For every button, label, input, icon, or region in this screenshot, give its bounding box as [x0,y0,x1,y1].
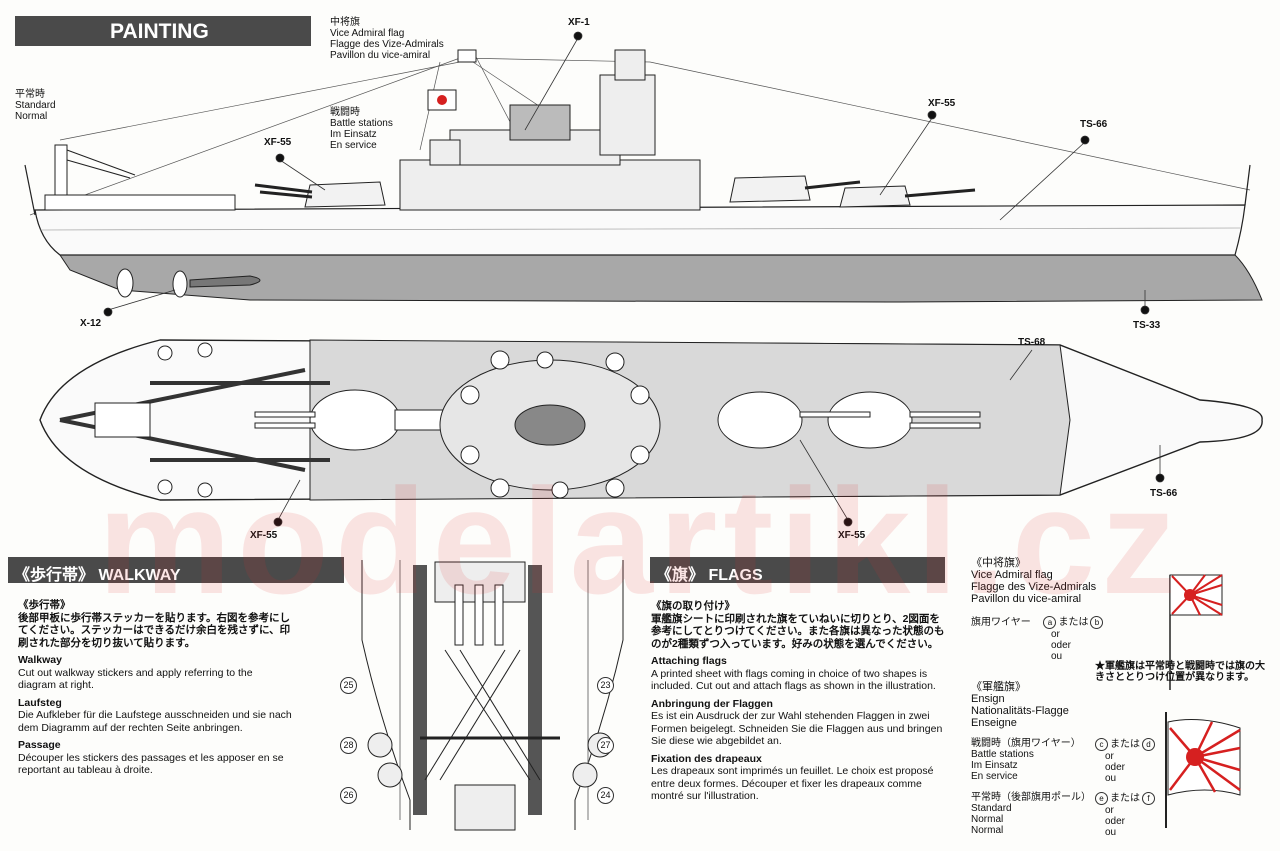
walkway-en-text: Cut out walkway stickers and apply refer… [18,666,253,692]
walkway-header: 《歩行帯》 WALKWAY [8,557,344,584]
walkway-title: 《歩行帯》 WALKWAY [14,567,181,584]
callout-ts66-b: TS-66 [1150,488,1178,499]
propellers [116,268,261,298]
flags-title: 《旗》 FLAGS [656,567,763,584]
callout-ts33: TS-33 [1133,320,1161,331]
flags-en-text: A printed sheet with flags coming in cho… [651,667,936,693]
superstructure [399,49,701,211]
sticker-number-24: 24 [597,787,614,804]
walkway-jp-heading: 《歩行帯》 [18,599,71,611]
sticker-number-25: 25 [340,677,357,694]
battle-stations-label: 戦闘時 Battle stations Im Einsatz En servic… [330,107,393,151]
painting-header: PAINTING [15,16,311,46]
flags-fr-text: Les drapeaux sont imprimés un feuillet. … [651,765,934,802]
walkway-fr-text: Découper les stickers des passages et le… [18,751,284,777]
ensign-note: ★軍艦旗は平常時と戦闘時では旗の大きさととりつけ位置が異なります。 [1095,661,1265,683]
sticker-number-23: 23 [597,677,614,694]
hull-lower [59,254,1263,303]
va-flag-label: 《中将旗》 Vice Admiral flag Flagge des Vize-… [971,557,1097,605]
walkway-de-text: Die Aufkleber für die Laufstege ausschne… [18,709,292,734]
vice-admiral-label: 中将旗 Vice Admiral flag Flagge des Vize-Ad… [330,17,444,61]
flags-en-heading: Attaching flags [651,655,727,667]
callout-xf55-b: XF-55 [928,98,956,109]
flags-de-heading: Anbringung der Flaggen [651,697,773,710]
walkway-de-heading: Laufsteg [18,696,62,709]
flags-fr-heading: Fixation des drapeaux [651,752,762,765]
ensign-normal-options: 平常時（後部旗用ポール） Standard Normal Normal [971,792,1091,836]
ensign-flag-drawing [1165,712,1241,828]
flags-header: 《旗》 FLAGS [650,557,945,584]
vice-admiral-flag-drawing [1169,574,1223,690]
callout-x12: X-12 [80,318,102,329]
walkway-instructions: 《歩行帯》 後部甲板に歩行帯ステッカーを貼ります。右図を参考にしてください。ステ… [18,599,293,777]
callout-xf55-c: XF-55 [250,530,278,541]
walkway-diagram [361,560,624,831]
turrets-top [254,389,981,451]
callout-ts66-a: TS-66 [1080,119,1108,130]
flags-jp-heading: 《旗の取り付け》 [651,600,735,612]
normal-label: 平常時 Standard Normal [15,89,56,122]
ensign-label: 《軍艦旗》 Ensign Nationalitäts-Flagge Enseig… [971,681,1069,729]
crane [44,144,236,211]
callout-xf55-d: XF-55 [838,530,866,541]
flags-jp-text: 軍艦旗シートに印刷された旗をていねいに切りとり、2図面を参考にしてとりつけてくだ… [651,612,945,650]
callout-ts68: TS-68 [1018,337,1046,348]
sticker-number-28: 28 [340,737,357,754]
callout-xf1: XF-1 [568,17,590,28]
aa-mounts [157,342,650,499]
walkway-fr-heading: Passage [18,739,61,751]
ensign-battle-options: 戦闘時（旗用ワイヤー） Battle stations Im Einsatz E… [971,738,1081,782]
walkway-jp-text: 後部甲板に歩行帯ステッカーを貼ります。右図を参考にしてください。ステッカーはでき… [18,611,291,649]
callout-xf55-a: XF-55 [264,137,292,148]
painting-title: PAINTING [110,20,209,43]
turrets-side [254,175,976,208]
sticker-number-27: 27 [597,737,614,754]
flags-instructions: 《旗の取り付け》 軍艦旗シートに印刷された旗をていねいに切りとり、2図面を参考に… [651,600,945,803]
walkway-en-heading: Walkway [18,654,62,666]
flags-de-text: Es ist ein Ausdruck der zur Wahl stehend… [651,710,943,747]
sticker-number-26: 26 [340,787,357,804]
hull-upper [34,204,1246,256]
callout-pointers [103,31,1165,527]
